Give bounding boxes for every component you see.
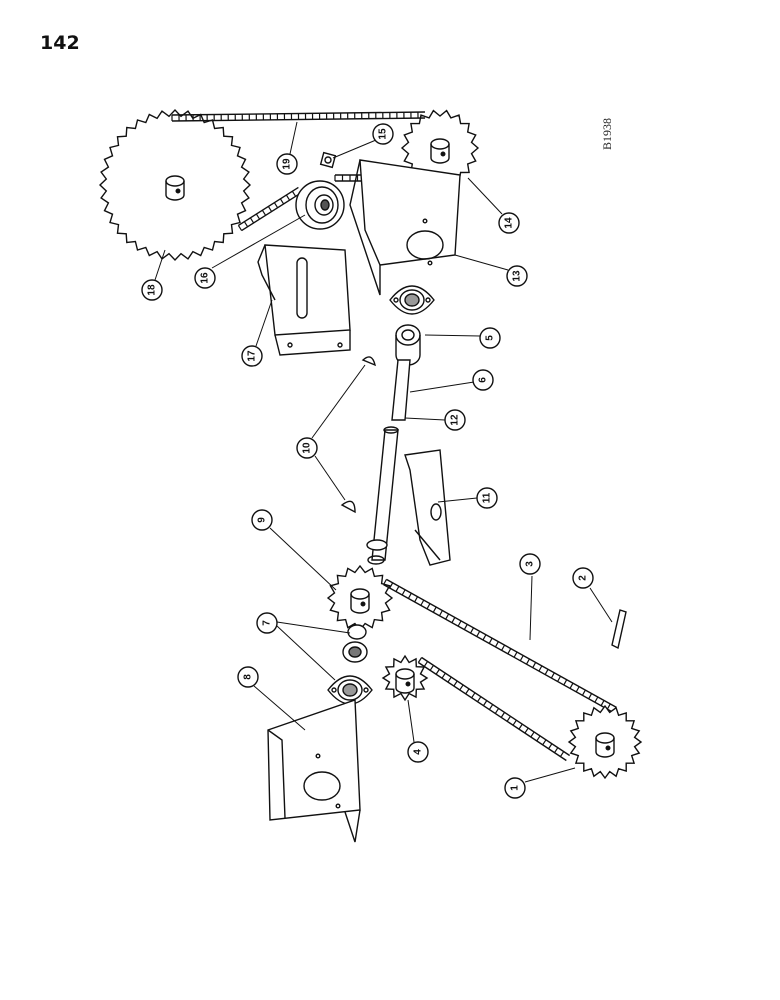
callout-7-circle: [256, 612, 278, 634]
pulley-16: [295, 180, 345, 230]
bracket-17: [257, 244, 351, 356]
nut-15: [319, 151, 337, 169]
shaft-12: [366, 359, 411, 565]
callout-12-leader: [404, 417, 446, 421]
key-10b: [340, 500, 356, 514]
callout-13-circle: [506, 265, 528, 287]
key-10a: [361, 356, 376, 367]
callout-4-circle: [407, 741, 429, 763]
callout-10-leader: [314, 455, 346, 501]
callout-17-label: 17: [247, 350, 258, 362]
callout-9-leader: [269, 527, 337, 591]
callout-6-leader: [409, 381, 475, 393]
callout-15-circle: [372, 123, 394, 145]
callout-17-circle: [241, 345, 263, 367]
callout-3-label: 3: [525, 561, 536, 567]
callout-2-leader: [589, 587, 613, 623]
bearing-7b: [342, 624, 368, 663]
bearing-5a: [389, 285, 435, 315]
sprocket-18: [98, 108, 252, 262]
callout-1-circle: [504, 777, 526, 799]
callout-17-leader: [255, 299, 273, 347]
chain-19-lower: [237, 186, 302, 232]
callout-4-leader: [407, 699, 415, 743]
link-2: [611, 609, 627, 650]
callout-5-leader: [424, 334, 481, 337]
bearing-7a: [327, 675, 373, 705]
callout-12-circle: [444, 409, 466, 431]
callout-4-label: 4: [413, 749, 424, 755]
callout-7-label: 7: [262, 620, 273, 626]
callout-14-circle: [498, 212, 520, 234]
callout-15-leader: [332, 139, 377, 159]
callout-1-leader: [524, 767, 576, 783]
callout-10-leader: [311, 364, 366, 439]
callout-9-label: 9: [257, 517, 268, 523]
shield-11: [404, 449, 451, 566]
callout-10-circle: [296, 437, 318, 459]
callout-2-circle: [572, 567, 594, 589]
callout-8-leader: [253, 685, 306, 731]
callout-7-leader: [276, 621, 351, 634]
sprocket-1: [567, 704, 643, 780]
callout-14-leader: [467, 177, 503, 215]
sprocket-4: [381, 654, 429, 702]
callout-11-label: 11: [482, 492, 493, 503]
chain-3: [383, 578, 617, 714]
callout-16-leader: [211, 214, 306, 269]
bracket-13: [349, 159, 461, 296]
callout-11-leader: [437, 497, 478, 503]
callout-19-leader: [289, 121, 298, 155]
page-number: 142: [40, 32, 80, 54]
callout-2-label: 2: [578, 575, 589, 581]
callout-18-circle: [141, 279, 163, 301]
callout-11-circle: [476, 487, 498, 509]
callout-5-circle: [479, 327, 501, 349]
chain-3-lower: [417, 656, 571, 762]
callout-12-label: 12: [450, 414, 461, 426]
callout-7-leader: [276, 625, 336, 681]
bracket-8: [267, 699, 361, 843]
callout-1-label: 1: [510, 785, 521, 791]
callout-10-label: 10: [302, 442, 313, 454]
callout-8-circle: [237, 666, 259, 688]
callout-5-label: 5: [485, 335, 496, 341]
bearing-5: [395, 324, 421, 366]
callout-18-leader: [154, 249, 166, 281]
callout-9-circle: [251, 509, 273, 531]
callout-14-label: 14: [504, 217, 515, 229]
callout-18-label: 18: [147, 284, 158, 296]
callout-6-label: 6: [478, 377, 489, 383]
chain-19: [171, 111, 426, 122]
callout-19-circle: [276, 153, 298, 175]
callout-19-label: 19: [282, 158, 293, 170]
callout-3-circle: [519, 553, 541, 575]
callout-6-circle: [472, 369, 494, 391]
callout-13-leader: [454, 254, 509, 271]
callout-13-label: 13: [512, 270, 523, 282]
callout-8-label: 8: [243, 674, 254, 680]
callout-15-label: 15: [378, 128, 389, 140]
callout-16-label: 16: [200, 272, 211, 284]
callout-16-circle: [194, 267, 216, 289]
sprocket-9: [326, 564, 394, 632]
callout-3-leader: [529, 575, 533, 641]
